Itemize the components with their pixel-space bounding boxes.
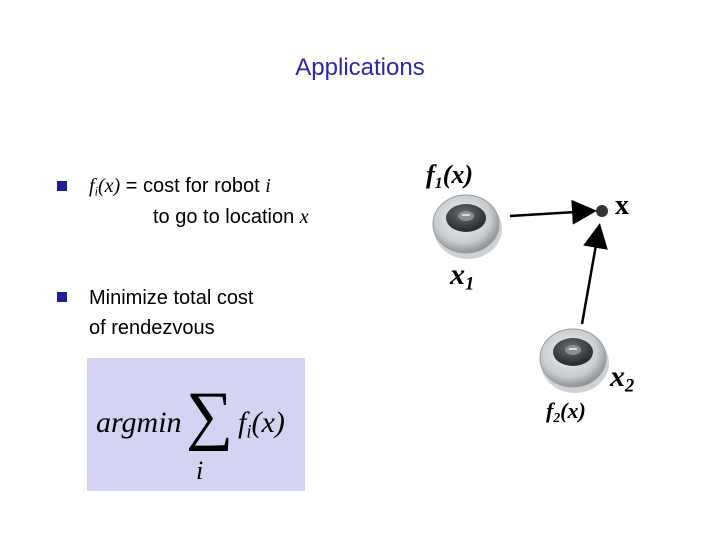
label-x2: x2: [610, 360, 634, 398]
fi-symbol: fi(x): [89, 175, 121, 199]
x1-subscript: 1: [465, 273, 475, 295]
formula-argmin: argmin: [96, 406, 182, 439]
robot-vacuum-icon: [432, 194, 502, 259]
fi-base: f: [89, 175, 95, 197]
x2-base: x: [610, 360, 625, 393]
formula-term-subscript: i: [246, 421, 252, 443]
arrow-robot2-to-x: [580, 223, 608, 325]
bullet-2-line-1: Minimize total cost: [89, 287, 254, 309]
slide-title: Applications: [295, 54, 425, 81]
robot-vacuum-icon: [539, 328, 609, 393]
formula-term: fi(x): [238, 406, 285, 444]
x2-subscript: 2: [625, 375, 635, 397]
cost-text: = cost for robot: [120, 175, 266, 197]
formula-sum-index: i: [196, 456, 204, 485]
fi-argument: (x): [98, 175, 121, 197]
f1-subscript: 1: [434, 174, 443, 192]
arrow-robot1-to-x: [509, 199, 597, 225]
f1-base: f: [426, 160, 435, 189]
formula-sum-symbol: ∑: [186, 379, 234, 452]
bullet-2-line-2: of rendezvous: [89, 317, 215, 339]
bullet-1-line-2: to go to location x: [153, 206, 309, 229]
formula-term-argument: (x): [251, 406, 285, 439]
fi-subscript: i: [94, 184, 99, 199]
label-x1: x1: [450, 258, 474, 296]
location-variable: x: [299, 206, 309, 228]
f2-subscript: 2: [553, 410, 561, 426]
target-point-icon: [596, 205, 608, 217]
x1-base: x: [450, 258, 465, 291]
robot-variable: i: [265, 175, 271, 197]
square-bullet-icon: [57, 181, 67, 191]
bullet-1-line-1: fi(x) = cost for robot i: [89, 175, 271, 200]
f1-argument: (x): [442, 160, 474, 189]
square-bullet-icon: [57, 292, 67, 302]
formula-term-base: f: [238, 406, 247, 439]
formula-box: [87, 358, 305, 491]
label-f1: f1(x): [426, 160, 473, 193]
label-f2: f2(x): [546, 398, 586, 426]
f2-argument: (x): [560, 398, 586, 423]
location-text: to go to location: [153, 206, 300, 228]
f2-base: f: [546, 398, 554, 423]
label-x: x: [615, 190, 629, 221]
